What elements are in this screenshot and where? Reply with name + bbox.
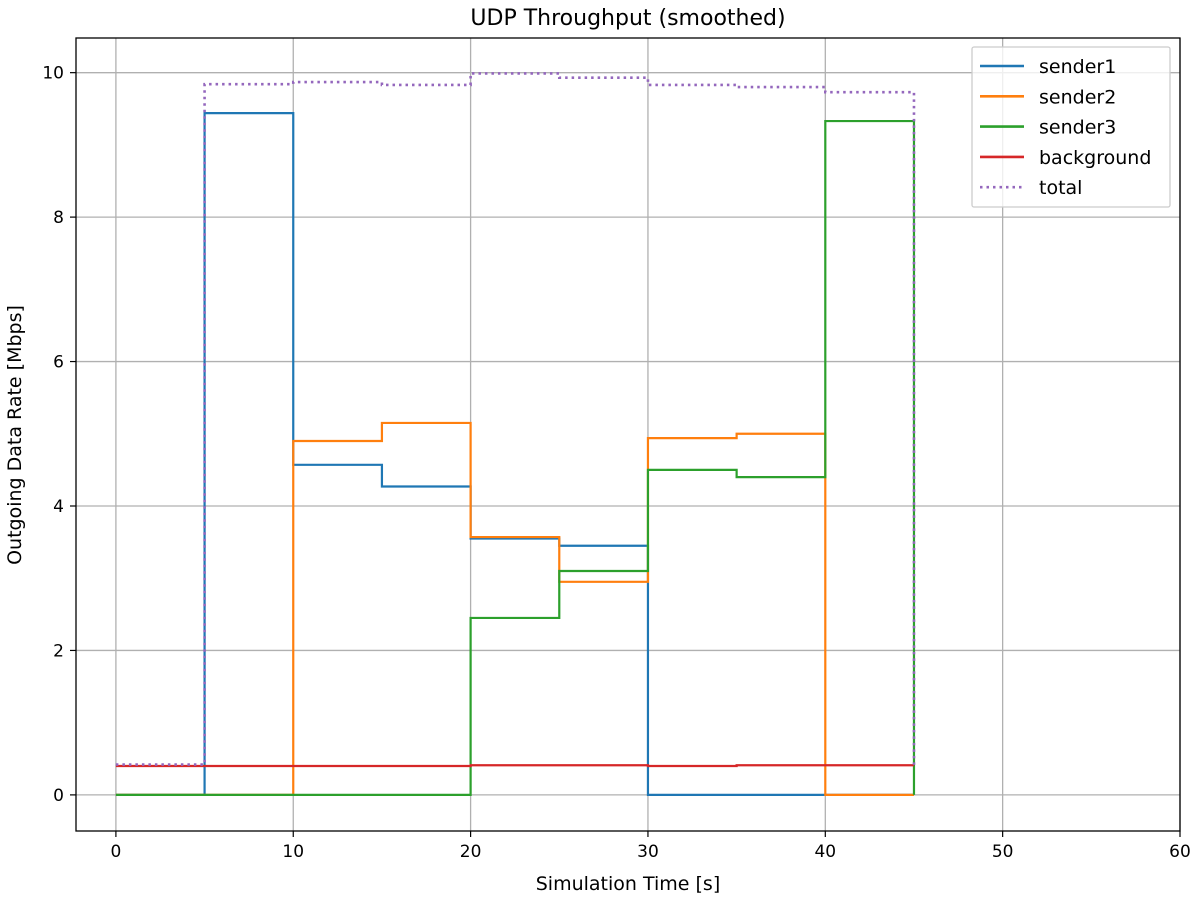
y-tick-label: 8 [53,208,64,228]
x-tick-label: 20 [460,842,482,862]
legend-label: background [1039,147,1151,169]
x-axis-label: Simulation Time [s] [536,873,721,895]
y-axis-label: Outgoing Data Rate [Mbps] [4,305,26,565]
legend-label: total [1039,177,1082,199]
chart-title: UDP Throughput (smoothed) [470,6,785,31]
series-line-sender2 [115,421,914,796]
x-tick-label: 0 [110,842,121,862]
legend-box [971,46,1171,208]
series-line-sender3 [115,119,916,796]
x-tick-label: 50 [992,842,1014,862]
legend-label: sender1 [1039,56,1116,78]
series-line-sender1 [115,112,914,796]
legend-label: sender2 [1039,86,1116,108]
y-tick-label: 6 [53,353,64,373]
series-line-background [115,764,914,768]
series-line-total [115,72,916,766]
y-tick-label: 0 [53,786,64,806]
axis-ticks: 0 10 20 30 40 50 60 0 2 4 6 8 10 [42,64,1190,862]
x-tick-label: 60 [1169,842,1191,862]
y-tick-label: 10 [42,64,64,84]
y-tick-label: 4 [53,497,64,517]
y-tick-label: 2 [53,641,64,661]
x-tick-label: 40 [814,842,836,862]
series-lines [115,72,916,796]
x-tick-label: 30 [637,842,659,862]
x-tick-label: 10 [282,842,304,862]
legend-label: sender3 [1039,117,1116,139]
plot-frame [75,37,1181,832]
legend: sender1 sender2 sender3 background total [971,46,1171,208]
